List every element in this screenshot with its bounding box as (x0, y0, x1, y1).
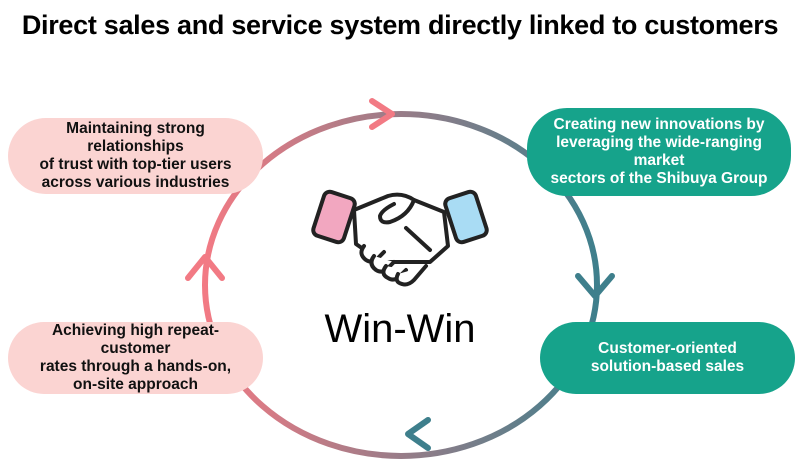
step-bottom-right: Customer-oriented solution-based sales (540, 322, 795, 394)
step-bottom-right-text: Customer-oriented solution-based sales (590, 340, 745, 375)
step-top-left-text: Maintaining strong relationships of trus… (39, 120, 232, 191)
center-label: Win-Win (324, 307, 476, 351)
step-bottom-left-text: Achieving high repeat-customer rates thr… (39, 322, 232, 393)
arrowhead-left (185, 254, 225, 281)
step-top-left: Maintaining strong relationships of trus… (8, 118, 263, 194)
step-bottom-left: Achieving high repeat-customer rates thr… (8, 322, 263, 394)
step-top-right: Creating new innovations by leveraging t… (527, 108, 791, 196)
cycle-arc-top (202, 111, 600, 288)
handshake-icon (311, 189, 489, 287)
arrowhead-right (575, 273, 615, 299)
step-top-right-text: Creating new innovations by leveraging t… (550, 116, 768, 187)
arrowhead-bottom (405, 417, 431, 451)
diagram-title: Direct sales and service system directly… (21, 10, 779, 40)
arrowhead-top (369, 98, 395, 130)
